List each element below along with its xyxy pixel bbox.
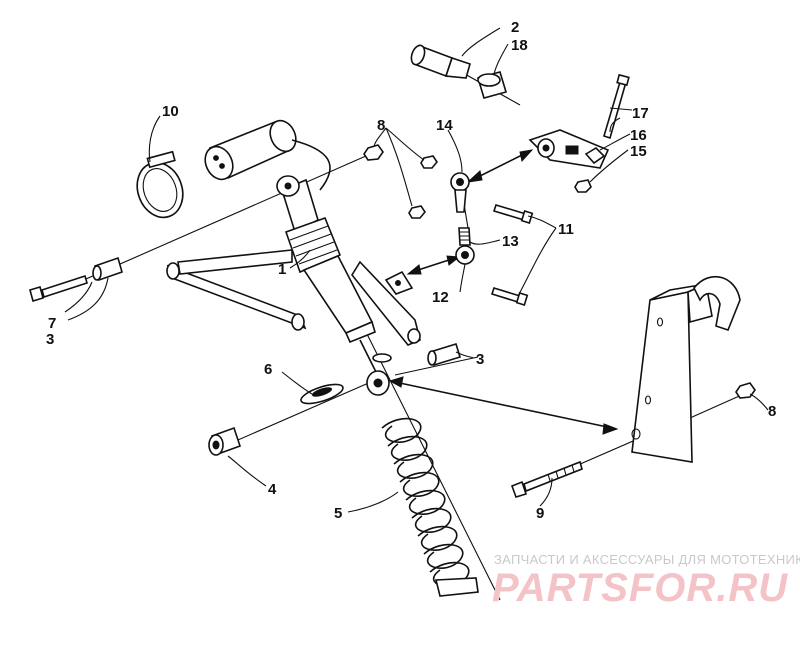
rod-end-upper bbox=[450, 172, 470, 213]
adjuster-arm bbox=[528, 129, 610, 169]
callout-6: 6 bbox=[264, 361, 272, 378]
callout-5: 5 bbox=[334, 505, 342, 522]
coil-spring bbox=[381, 417, 479, 597]
arrow-upper-link bbox=[466, 149, 534, 183]
bushing bbox=[208, 426, 242, 456]
nut-link-b bbox=[408, 205, 426, 219]
bushing-18 bbox=[476, 71, 508, 99]
bolt-17 bbox=[603, 73, 630, 140]
adjuster-sleeve bbox=[410, 44, 471, 79]
callout-11: 11 bbox=[558, 221, 574, 238]
callout-3-upper: 3 bbox=[46, 331, 54, 348]
callout-8-lower: 8 bbox=[768, 403, 776, 420]
lower-mount-axis-line bbox=[214, 377, 381, 451]
nut-link-a bbox=[420, 155, 438, 169]
spring-retainer bbox=[300, 383, 344, 405]
callout-10: 10 bbox=[162, 103, 179, 120]
watermark-tagline: ЗАПЧАСТИ И АКСЕССУАРЫ ДЛЯ МОТОТЕХНИКИ bbox=[494, 552, 800, 567]
callout-3-lower: 3 bbox=[476, 351, 484, 368]
lower-mount-axis-line-right bbox=[394, 356, 479, 376]
callout-1: 1 bbox=[278, 261, 286, 278]
leader-lines bbox=[64, 27, 769, 513]
bolt-link-b bbox=[490, 287, 529, 306]
nut-8-axis-line bbox=[689, 392, 747, 419]
suspension-a-arm bbox=[166, 249, 421, 346]
callout-14: 14 bbox=[436, 117, 453, 134]
bolt-long bbox=[510, 460, 583, 498]
callout-12: 12 bbox=[432, 289, 449, 306]
arrow-lower-link bbox=[406, 255, 461, 275]
arrow-shock-to-arm bbox=[388, 376, 619, 435]
bolt-link-a bbox=[492, 204, 534, 224]
nut-upper bbox=[363, 144, 384, 161]
spacer-lower bbox=[427, 343, 461, 366]
nut-15 bbox=[574, 179, 592, 193]
callout-18: 18 bbox=[511, 37, 528, 54]
callout-4: 4 bbox=[268, 481, 277, 498]
bolt-upper bbox=[29, 274, 88, 303]
link-bracket bbox=[384, 270, 414, 295]
callout-2: 2 bbox=[511, 19, 519, 36]
shock-absorber bbox=[276, 175, 392, 396]
rear-arm-bracket bbox=[631, 276, 741, 463]
watermark-logo: PARTSFOR.RU bbox=[492, 566, 789, 610]
callout-9: 9 bbox=[536, 505, 544, 522]
shock-axis-line bbox=[359, 319, 501, 601]
callout-16: 16 bbox=[630, 127, 647, 144]
callout-7: 7 bbox=[48, 315, 56, 332]
rod-end-lower bbox=[455, 227, 475, 265]
callout-15: 15 bbox=[630, 143, 647, 160]
callout-17: 17 bbox=[632, 105, 649, 122]
callout-13: 13 bbox=[502, 233, 519, 250]
callout-8-upper: 8 bbox=[377, 117, 385, 134]
reservoir-clamp bbox=[136, 150, 184, 219]
shock-reservoir bbox=[204, 119, 331, 191]
spacer-upper bbox=[92, 256, 123, 282]
